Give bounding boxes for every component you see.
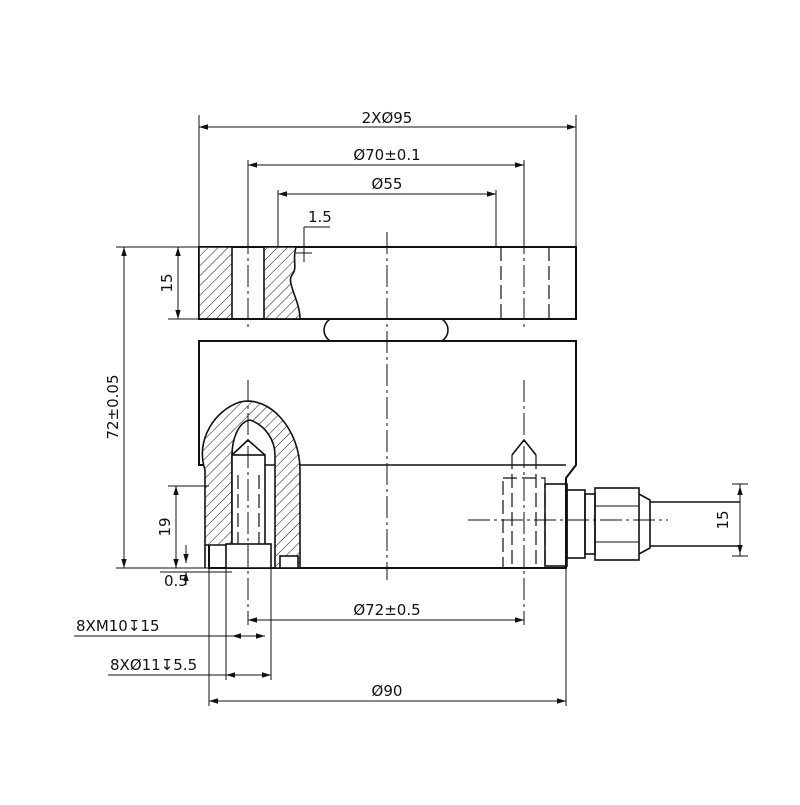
dim-overall-height-text: 72±0.05 [104,374,122,439]
dim-base-od-text: Ø90 [372,682,403,700]
dimension-bolt-circle-bottom: Ø72±0.5 [248,601,524,623]
dimension-chamfer: 1.5 [296,208,332,262]
dim-thread-spec-text: 8XM10↧15 [76,617,160,635]
dim-cable-height-text: 15 [714,510,732,529]
dimension-hole-spec: 8XØ11↧5.5 [108,656,271,678]
dim-hole-spec-text: 8XØ11↧5.5 [110,656,197,674]
dim-gap-text: 0.5 [164,572,188,590]
cable-connector [468,483,740,567]
dimension-thread-spec: 8XM10↧15 [74,568,272,680]
dimension-inner-bore: Ø55 [277,175,497,247]
dimension-gap: 0.5 [160,545,232,590]
dim-base-offset-text: 19 [156,517,174,536]
dimension-top-od: 2XØ95 [198,109,577,247]
dimension-overall-height: 72±0.05 [104,246,209,569]
dim-chamfer-text: 1.5 [308,208,332,226]
center-lines [247,232,525,625]
dimension-base-od: Ø90 [208,568,567,706]
dim-flange-thickness-text: 15 [158,273,176,292]
dimension-base-offset: 19 [156,485,209,568]
dimension-flange-thickness: 15 [158,246,199,320]
dimension-bolt-circle-top: Ø70±0.1 [247,146,525,232]
dim-bolt-circle-bottom-text: Ø72±0.5 [353,601,420,619]
dim-top-od-text: 2XØ95 [362,109,413,127]
dim-bolt-circle-top-text: Ø70±0.1 [353,146,420,164]
dim-inner-bore-text: Ø55 [372,175,403,193]
dimension-cable-height: 15 [714,483,748,557]
